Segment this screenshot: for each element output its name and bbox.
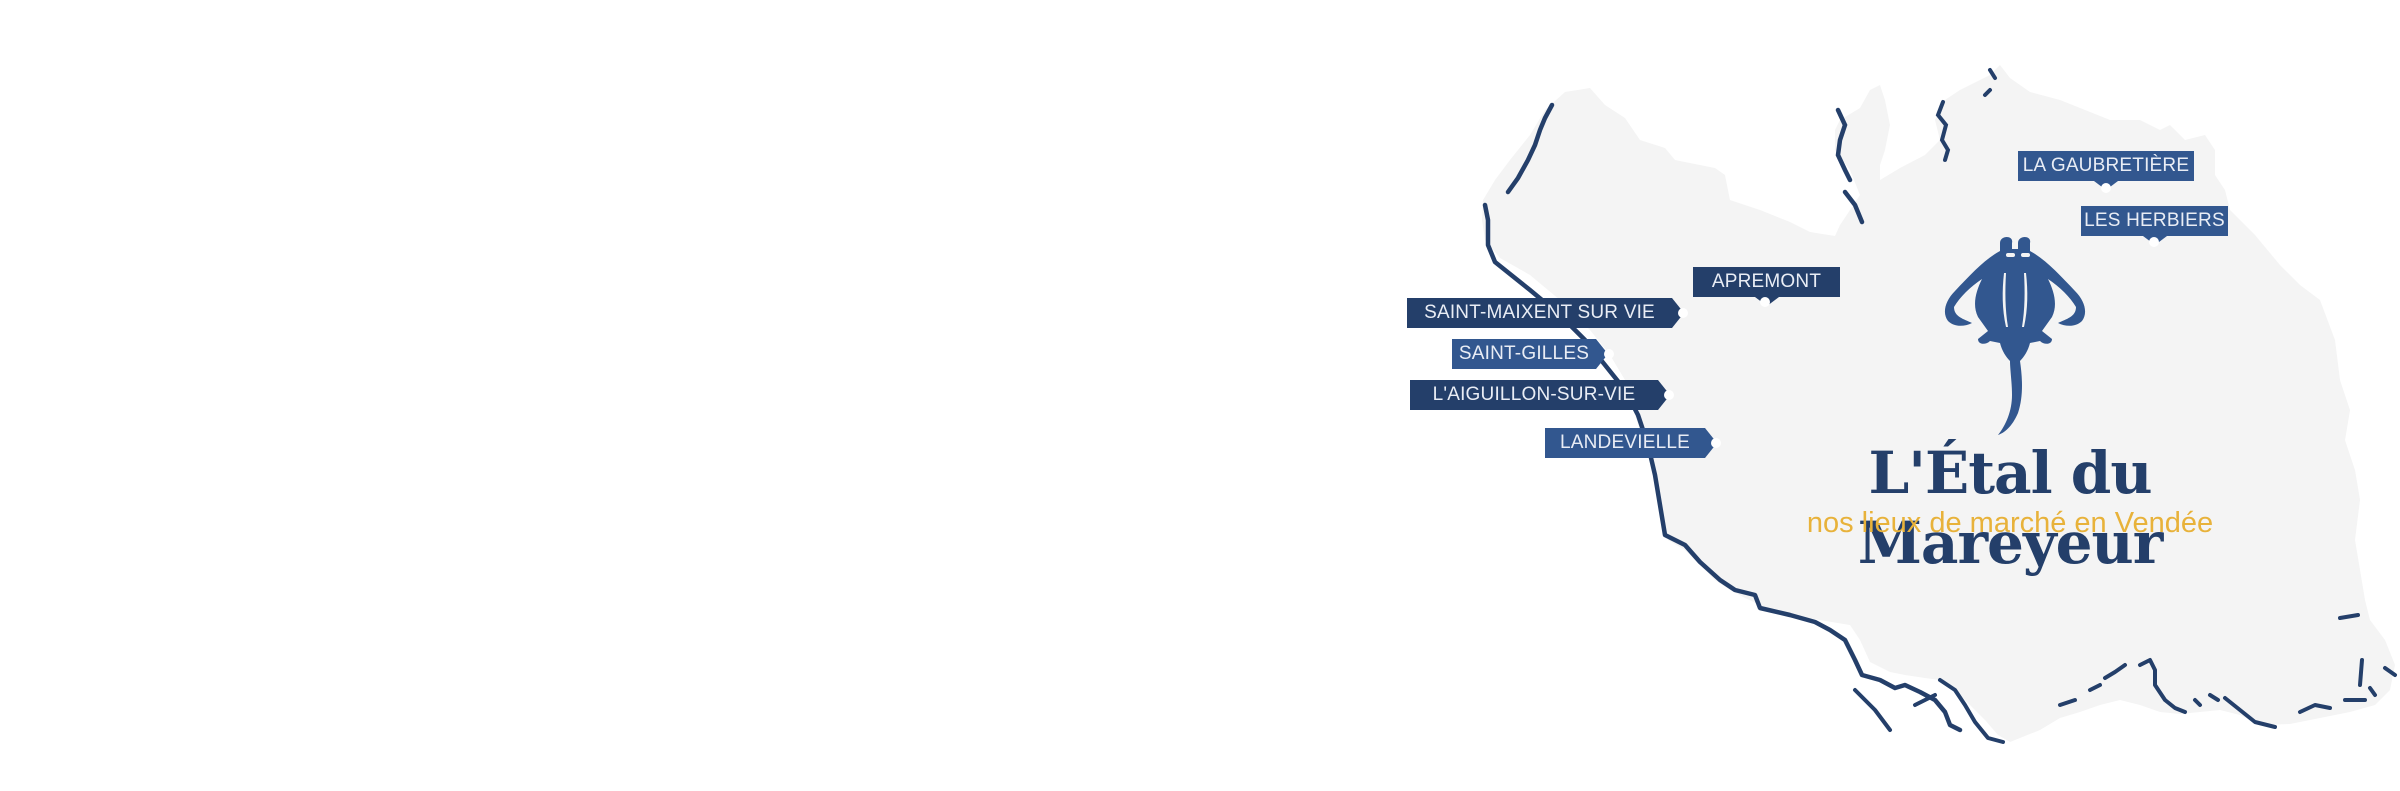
market-name: APREMONT <box>1711 271 1822 292</box>
market-pin-saint-maixent-sur-vie[interactable] <box>1678 308 1688 318</box>
market-name: SAINT-MAIXENT SUR VIE <box>1424 302 1655 323</box>
market-pin-la-gaubretiere[interactable] <box>2101 183 2111 193</box>
brand-title: L'Étal du Mareyeur <box>1857 439 2164 577</box>
market-name: SAINT-GILLES <box>1458 343 1590 364</box>
market-tag-laiguillon-sur-vie[interactable]: L'AIGUILLON-SUR-VIE <box>1410 380 1670 410</box>
market-tag-apremont[interactable]: APREMONT <box>1693 267 1840 306</box>
market-pin-saint-gilles[interactable] <box>1604 349 1614 359</box>
market-pin-laiguillon-sur-vie[interactable] <box>1664 390 1674 400</box>
market-pin-apremont[interactable] <box>1760 297 1770 307</box>
river-boundary-1 <box>1835 107 1865 225</box>
river-boundary-2 <box>1935 68 1997 162</box>
market-tag-saint-maixent-sur-vie[interactable]: SAINT-MAIXENT SUR VIE <box>1407 298 1684 328</box>
market-pin-les-herbiers[interactable] <box>2149 237 2159 247</box>
market-tag-la-gaubretiere[interactable]: LA GAUBRETIÈRE <box>2018 151 2194 190</box>
brand-subtitle: nos lieux de marché en Vendée <box>1806 507 2214 539</box>
market-name: LA GAUBRETIÈRE <box>2022 155 2190 176</box>
market-tag-landevielle[interactable]: LANDEVIELLE <box>1545 428 1717 458</box>
market-name: LES HERBIERS <box>2084 210 2225 231</box>
market-pin-landevielle[interactable] <box>1711 438 1721 448</box>
coastline-south-fragments <box>1853 613 2397 744</box>
market-name: L'AIGUILLON-SUR-VIE <box>1432 384 1636 405</box>
market-name: LANDEVIELLE <box>1560 432 1690 453</box>
coastline-north-fragment <box>1505 102 1555 195</box>
market-tag-les-herbiers[interactable]: LES HERBIERS <box>2081 206 2228 245</box>
market-tag-saint-gilles[interactable]: SAINT-GILLES <box>1452 339 1608 369</box>
manta-ray-icon <box>1944 237 2086 435</box>
